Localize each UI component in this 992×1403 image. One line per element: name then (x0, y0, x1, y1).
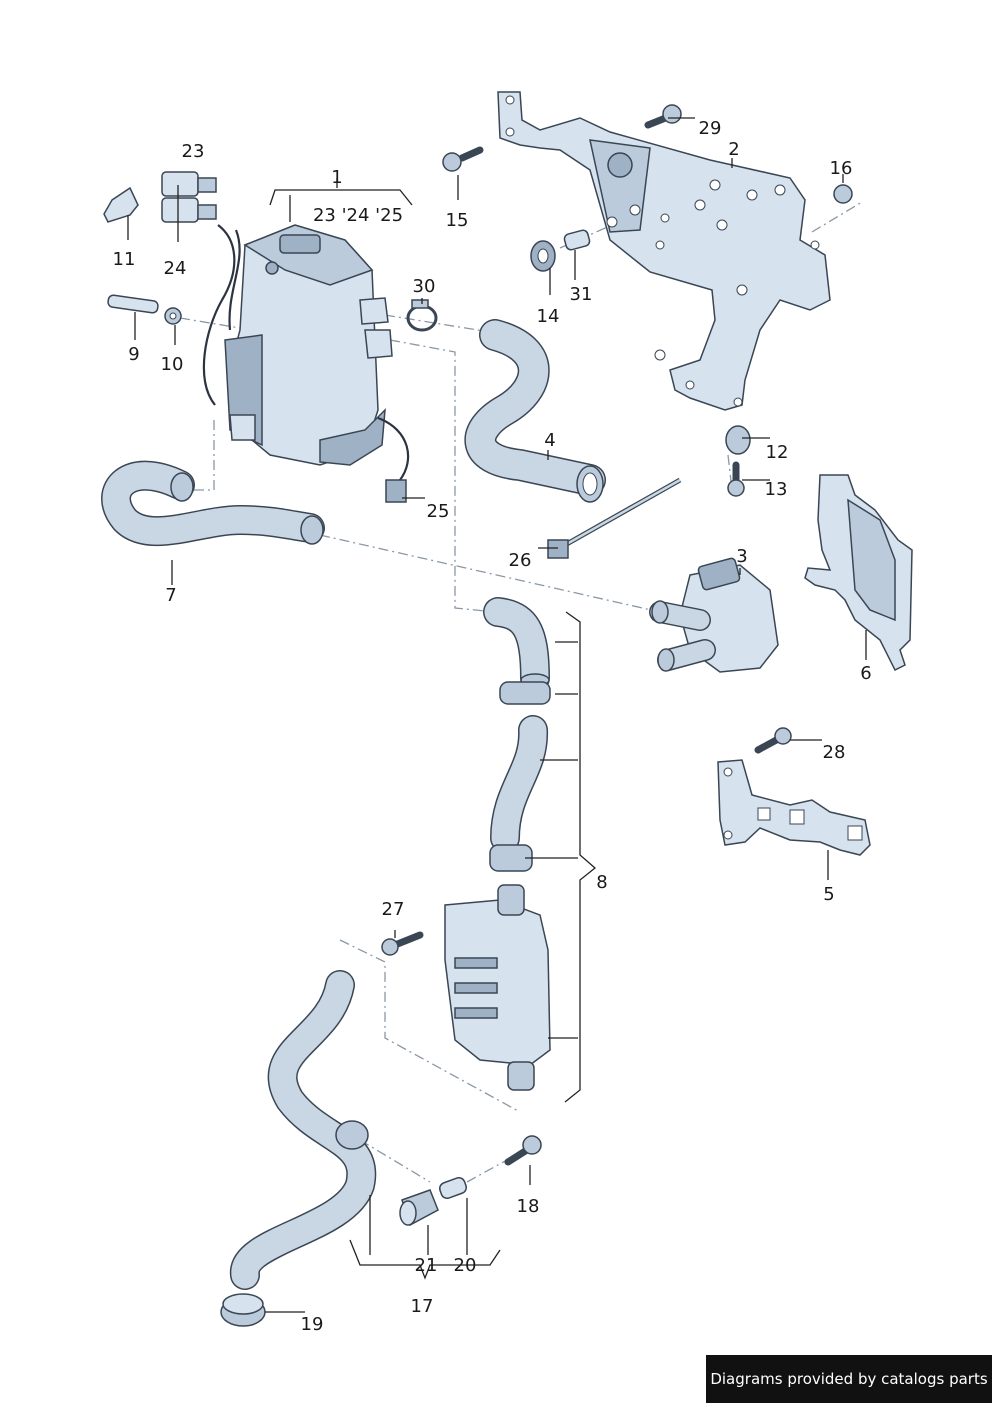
callout-12: 12 (765, 442, 789, 463)
callout-21: 21 (414, 1255, 438, 1276)
callout-16: 16 (829, 158, 853, 179)
credit-text: Diagrams provided by catalogs parts (710, 1370, 988, 1388)
callout-14: 14 (536, 306, 560, 327)
bushing-part-31 (563, 229, 591, 251)
callout-27: 27 (381, 899, 405, 920)
callout-3: 3 (736, 546, 748, 567)
callout-11: 11 (112, 249, 136, 270)
callout-5: 5 (823, 884, 835, 905)
callout-9: 9 (128, 344, 140, 365)
callout-13: 13 (764, 479, 788, 500)
hose-part-17 (230, 970, 377, 1290)
pin-part-9 (107, 294, 159, 314)
hose-assembly-part-8 (444, 597, 551, 1091)
callout-4: 4 (544, 430, 556, 451)
callout-2: 2 (728, 139, 740, 160)
leader-lines (127, 117, 867, 1313)
heater-part-1 (224, 224, 393, 466)
callout-30: 30 (412, 276, 436, 297)
callout-20: 20 (453, 1255, 477, 1276)
bolt-part-18 (504, 1135, 542, 1166)
bushing-part-20 (438, 1176, 468, 1200)
hose-part-7 (101, 460, 325, 547)
nut-part-16 (833, 184, 853, 204)
callout-25: 25 (426, 501, 450, 522)
bracket-part-2 (497, 91, 831, 411)
callout-18: 18 (516, 1196, 540, 1217)
callout-29: 29 (698, 118, 722, 139)
clamp-part-30 (406, 299, 438, 332)
grommet-part-21 (399, 1189, 439, 1227)
callout-19: 19 (300, 1314, 324, 1335)
heater-wiring (202, 224, 410, 503)
callout-1-years: 23 '24 '25 (312, 205, 404, 226)
callout-31: 31 (569, 284, 593, 305)
callout-26: 26 (508, 550, 532, 571)
bolt-part-13 (727, 461, 745, 497)
callout-17: 17 (410, 1296, 434, 1317)
nut-part-10 (164, 307, 182, 325)
callout-1: 1 (331, 167, 343, 188)
bolt-part-28 (754, 727, 792, 754)
bolt-part-29 (644, 104, 682, 129)
cable-tie-part-26 (547, 477, 682, 559)
clip-part-11 (103, 186, 139, 223)
connectors-23-24 (161, 171, 217, 223)
callout-10: 10 (160, 354, 184, 375)
bracket-part-5 (717, 759, 871, 856)
grommet-part-12 (725, 425, 751, 455)
hose-part-4 (464, 319, 606, 503)
heat-shield-part-6 (804, 474, 913, 672)
callout-7: 7 (165, 585, 177, 606)
pump-part-3 (649, 557, 779, 673)
washer-part-14 (530, 240, 556, 272)
callout-23: 23 (181, 141, 205, 162)
cap-part-19 (220, 1293, 266, 1327)
bolt-part-15 (442, 146, 484, 172)
callout-28: 28 (822, 742, 846, 763)
callout-15: 15 (445, 210, 469, 231)
callout-8: 8 (596, 872, 608, 893)
callout-24: 24 (163, 258, 187, 279)
bolt-part-27 (381, 931, 424, 956)
callout-6: 6 (860, 663, 872, 684)
credit-badge: Diagrams provided by catalogs parts (706, 1355, 992, 1403)
